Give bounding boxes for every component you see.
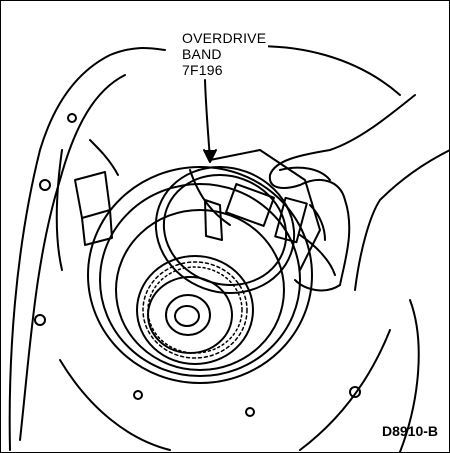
callout-line-3: 7F196 <box>182 62 223 78</box>
callout-label: OVERDRIVE BAND 7F196 <box>180 30 269 78</box>
hand <box>268 94 450 292</box>
callout-line-1: OVERDRIVE <box>182 30 267 46</box>
leader-arrow <box>203 79 217 163</box>
overdrive-band <box>154 149 321 294</box>
gear-teeth <box>142 261 248 359</box>
callout-line-2: BAND <box>182 46 222 62</box>
transmission-case <box>8 45 420 453</box>
figure-id: D8910-B <box>381 423 438 439</box>
pump-housing <box>87 166 313 384</box>
